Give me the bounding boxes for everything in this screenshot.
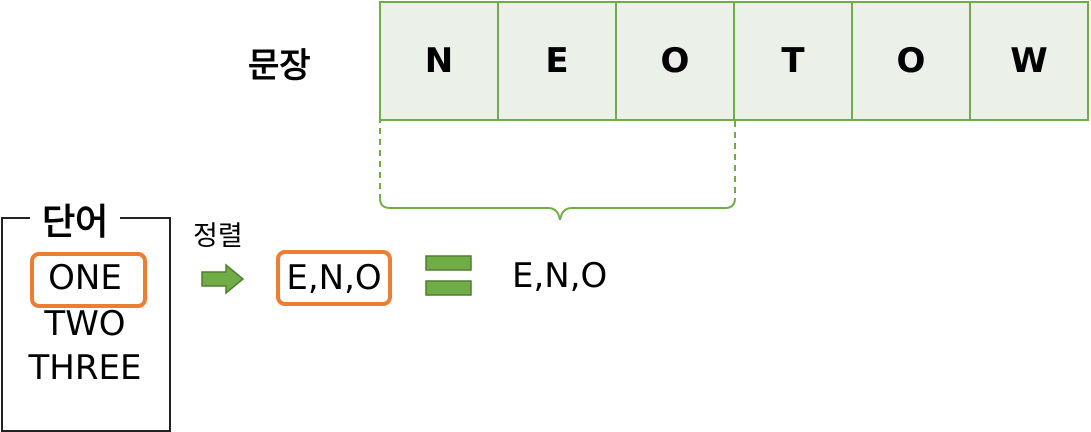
- word-item: THREE: [28, 348, 142, 388]
- sentence-cells: N E O T O W: [379, 1, 1089, 121]
- right-arrow-icon: [201, 263, 245, 295]
- equals-icon: [425, 255, 472, 296]
- sentence-cell: N: [381, 3, 499, 119]
- sentence-label: 문장: [248, 46, 311, 86]
- sentence-cell: W: [971, 3, 1089, 119]
- sorted-word: E,N,O: [286, 258, 382, 298]
- sentence-cell: E: [499, 3, 617, 119]
- window-result: E,N,O: [512, 256, 608, 296]
- word-highlight: [30, 252, 147, 308]
- curly-brace-shape: [379, 197, 736, 221]
- word-item: ONE: [48, 258, 122, 298]
- sentence-cell: T: [735, 3, 853, 119]
- sort-label: 정렬: [193, 221, 243, 252]
- sentence-cell: O: [617, 3, 735, 119]
- word-item: TWO: [44, 304, 126, 344]
- sentence-cell: O: [853, 3, 971, 119]
- sorted-word-box: E,N,O: [276, 250, 392, 306]
- word-box-title: 단어: [30, 193, 121, 245]
